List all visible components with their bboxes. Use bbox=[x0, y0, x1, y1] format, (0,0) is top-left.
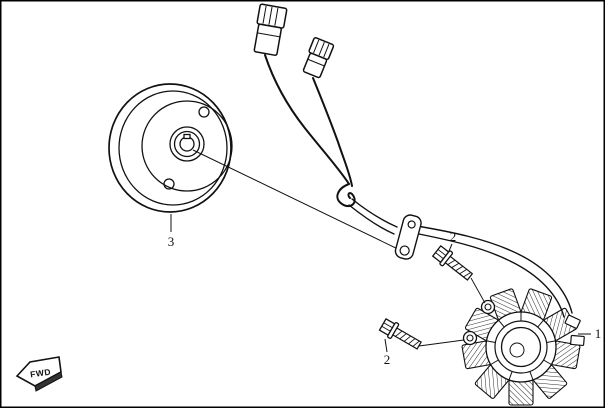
rotor-bolt-hole-bottom bbox=[163, 178, 175, 190]
stator-mount-ear-upper bbox=[480, 299, 496, 315]
rotor-bolt-hole-top bbox=[198, 106, 210, 118]
stator-assembly bbox=[461, 288, 585, 406]
rotor-keyway bbox=[183, 133, 191, 140]
stator-mount-ear-left bbox=[462, 330, 478, 346]
harness-loop bbox=[336, 183, 356, 208]
bolt-upper bbox=[431, 244, 474, 281]
callout-label-bolt-upper: 2 bbox=[450, 229, 457, 244]
connector-a bbox=[253, 3, 288, 56]
bolt-lower-axis-line bbox=[418, 339, 465, 347]
bolt-upper-axis-line bbox=[470, 277, 486, 304]
wire-clamp-bracket bbox=[394, 214, 422, 260]
fwd-label: FWD bbox=[30, 367, 52, 380]
rotor-callout: 3 bbox=[168, 214, 175, 249]
fwd-plate bbox=[15, 356, 62, 387]
callout-label-rotor: 3 bbox=[168, 234, 175, 249]
fwd-plate-edge bbox=[34, 371, 63, 392]
stator-terminals bbox=[564, 314, 585, 347]
fwd-marker: FWD bbox=[15, 356, 63, 392]
bolt-upper-callout: 2 bbox=[448, 229, 457, 252]
callout-label-stator: 1 bbox=[595, 326, 602, 341]
stator-callout: 1 bbox=[578, 326, 601, 341]
bolt-lower bbox=[378, 317, 422, 350]
wiring-harness bbox=[264, 54, 573, 318]
callout-label-bolt-lower: 2 bbox=[384, 352, 391, 367]
connector-b bbox=[302, 37, 335, 79]
rotor-axis-line bbox=[192, 149, 405, 253]
flywheel-rotor bbox=[108, 83, 233, 213]
stator-lamination-lines bbox=[486, 312, 556, 381]
bolt-lower-callout: 2 bbox=[384, 338, 391, 367]
